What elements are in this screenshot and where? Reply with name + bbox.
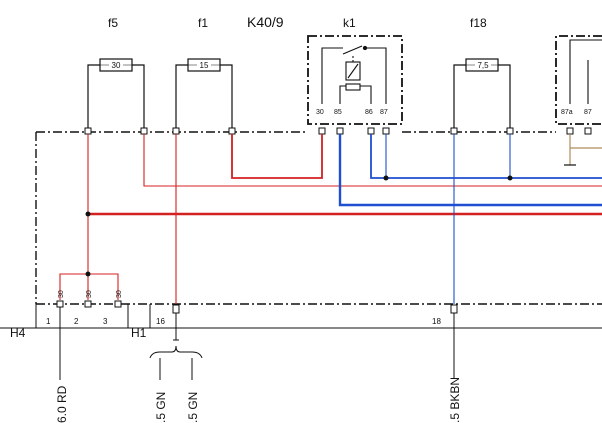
relay-k1-pin-86: 86 bbox=[365, 109, 373, 116]
wire-label-bkbn: .5 BKBN bbox=[448, 377, 462, 423]
blue-wires bbox=[338, 134, 602, 304]
red-wires bbox=[59, 134, 602, 304]
wire-label-6-0-rd: 6.0 RD bbox=[55, 385, 69, 423]
outgoing-wires bbox=[59, 307, 455, 380]
wire-label-gn-1: .5 GN bbox=[154, 392, 168, 423]
right-relay-pin-87: 87 bbox=[584, 109, 592, 116]
h4-pin1-value: 30 bbox=[58, 290, 65, 298]
fuse-f5: f5 30 bbox=[87, 16, 145, 130]
h4-pin2-value: 30 bbox=[86, 290, 93, 298]
h4-pin-1: 1 bbox=[46, 317, 51, 326]
fuse-f5-id: f5 bbox=[108, 16, 118, 30]
junction-dots bbox=[85, 175, 513, 277]
fuse-f1: f1 15 bbox=[175, 16, 233, 130]
relay-k1-pin-30: 30 bbox=[316, 109, 324, 116]
h1-pin-16: 16 bbox=[156, 317, 165, 326]
connector-h4: 30 30 30 1 2 3 H4 bbox=[0, 290, 129, 340]
fuse-f1-rating: 15 bbox=[200, 61, 209, 70]
fuse-f18-id: f18 bbox=[470, 16, 487, 30]
fuse-f18: f18 7,5 bbox=[453, 16, 511, 130]
fuse-f5-rating: 30 bbox=[112, 61, 121, 70]
fuse-f1-id: f1 bbox=[198, 16, 208, 30]
h1-pin-18: 18 bbox=[432, 317, 441, 326]
relay-k1: k1 bbox=[321, 16, 387, 104]
h4-pin-2: 2 bbox=[74, 317, 79, 326]
fuse-f18-rating: 7,5 bbox=[477, 61, 489, 70]
relay-k1-box bbox=[307, 35, 403, 125]
relay-k1-id: k1 bbox=[343, 16, 356, 30]
h4-pin3-value: 30 bbox=[116, 290, 123, 298]
module-label: K40/9 bbox=[247, 14, 284, 30]
connector-h1-label: H1 bbox=[131, 326, 147, 340]
right-relay-box bbox=[555, 35, 602, 125]
relay-k1-pin-87: 87 bbox=[380, 109, 388, 116]
h4-pin-3: 3 bbox=[103, 317, 108, 326]
relay-k1-pin-85: 85 bbox=[334, 109, 342, 116]
connector-h1: 16 18 H1 bbox=[128, 304, 602, 340]
module-boundary bbox=[35, 131, 602, 305]
right-relay-pin-87a: 87a bbox=[561, 109, 573, 116]
wire-label-gn-2: .5 GN bbox=[186, 392, 200, 423]
connector-h4-label: H4 bbox=[10, 326, 26, 340]
connector-markers-top bbox=[84, 127, 592, 135]
right-relay bbox=[569, 39, 602, 104]
tan-wire bbox=[564, 134, 602, 166]
